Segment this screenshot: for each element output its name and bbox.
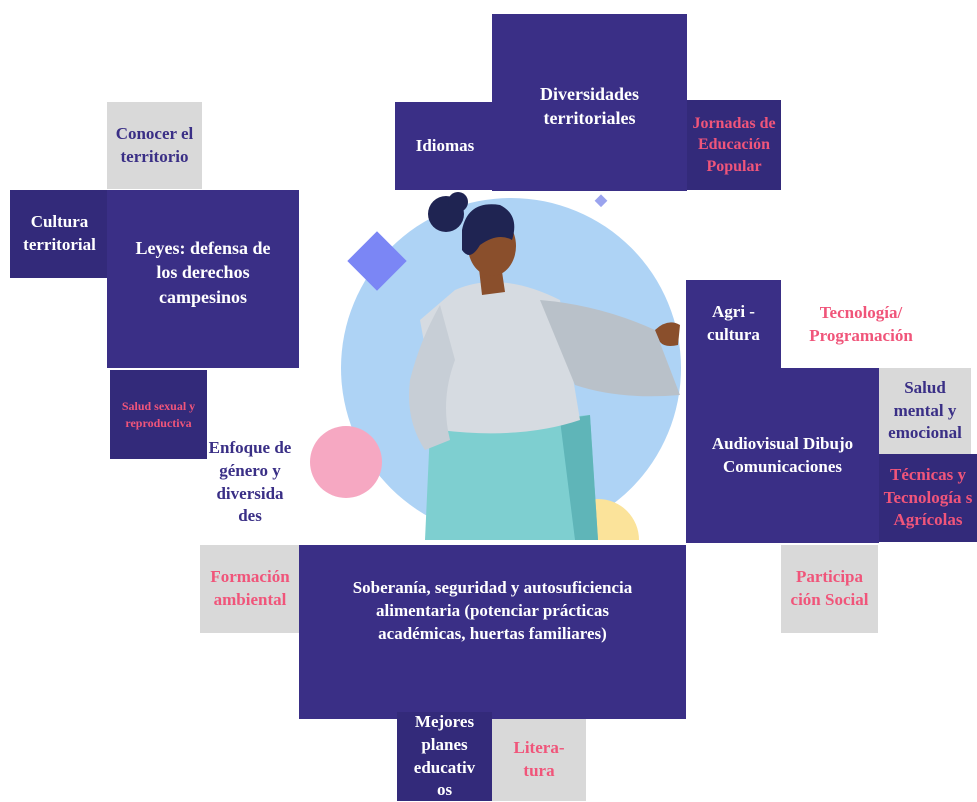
node-jornadas-label: Jornadas de Educación Popular [692,114,776,175]
person-body [420,282,580,434]
node-leyes-label: Leyes: defensa de los derechos campesino… [135,238,271,307]
node-diversidades: Diversidades territoriales [492,14,687,191]
node-formacion: Formación ambiental [200,545,300,633]
node-cultura-label: Cultura territorial [23,212,96,254]
node-audiovisual: Audiovisual Dibujo Comunicaciones [686,368,879,543]
node-participacion-label: Participa ción Social [790,567,869,609]
person-left-arm [409,305,455,450]
node-conocer-label: Conocer el territorio [115,123,194,166]
node-audiovisual-label: Audiovisual Dibujo Comunicaciones [711,433,854,476]
person-sleeve [540,300,680,397]
node-idiomas-label: Idiomas [415,135,475,155]
person-hand [655,322,680,346]
node-jornadas: Jornadas de Educación Popular [687,100,781,190]
node-participacion: Participa ción Social [781,545,878,633]
node-salud-sexual-label: Salud sexual y reproductiva [121,399,196,430]
node-salud-mental: Salud mental y emocional [879,368,971,454]
node-agricultura-label: Agri - cultura [707,302,760,344]
node-conocer: Conocer el territorio [107,102,202,189]
pink-circle-decoration [310,426,382,498]
node-mejores-label: Mejores planes educativ os [413,711,476,800]
node-tecnologia: Tecnología/ Programación [781,295,941,355]
node-diversidades-label: Diversidades territoriales [540,84,639,129]
blue-diamond-decoration [347,231,407,291]
node-literatura-label: Litera- tura [513,738,565,780]
node-salud-sexual: Salud sexual y reproductiva [110,370,207,459]
node-mejores: Mejores planes educativ os [397,712,492,801]
node-soberania-label: Soberanía, seguridad y autosuficiencia a… [352,578,633,643]
node-cultura: Cultura territorial [10,190,109,278]
person-skirt [425,415,598,540]
node-enfoque-label: Enfoque de género y diversida des [208,437,292,526]
node-leyes: Leyes: defensa de los derechos campesino… [107,190,299,368]
node-salud-mental-label: Salud mental y emocional [888,377,962,443]
node-soberania: Soberanía, seguridad y autosuficiencia a… [299,545,686,719]
small-diamond-decoration [594,194,608,208]
node-tecnicas: Técnicas y Tecnología s Agrícolas [879,454,977,542]
person-hair [462,204,515,255]
node-agricultura: Agri - cultura [686,280,781,368]
node-literatura: Litera- tura [492,719,586,801]
node-idiomas: Idiomas [395,102,495,190]
node-formacion-label: Formación ambiental [210,567,290,609]
node-tecnologia-label: Tecnología/ Programación [809,303,913,345]
person-hair-bun-top [448,192,468,212]
node-enfoque: Enfoque de género y diversida des [205,420,295,545]
node-tecnicas-label: Técnicas y Tecnología s Agrícolas [883,464,973,530]
person-skirt-shade [560,415,598,540]
